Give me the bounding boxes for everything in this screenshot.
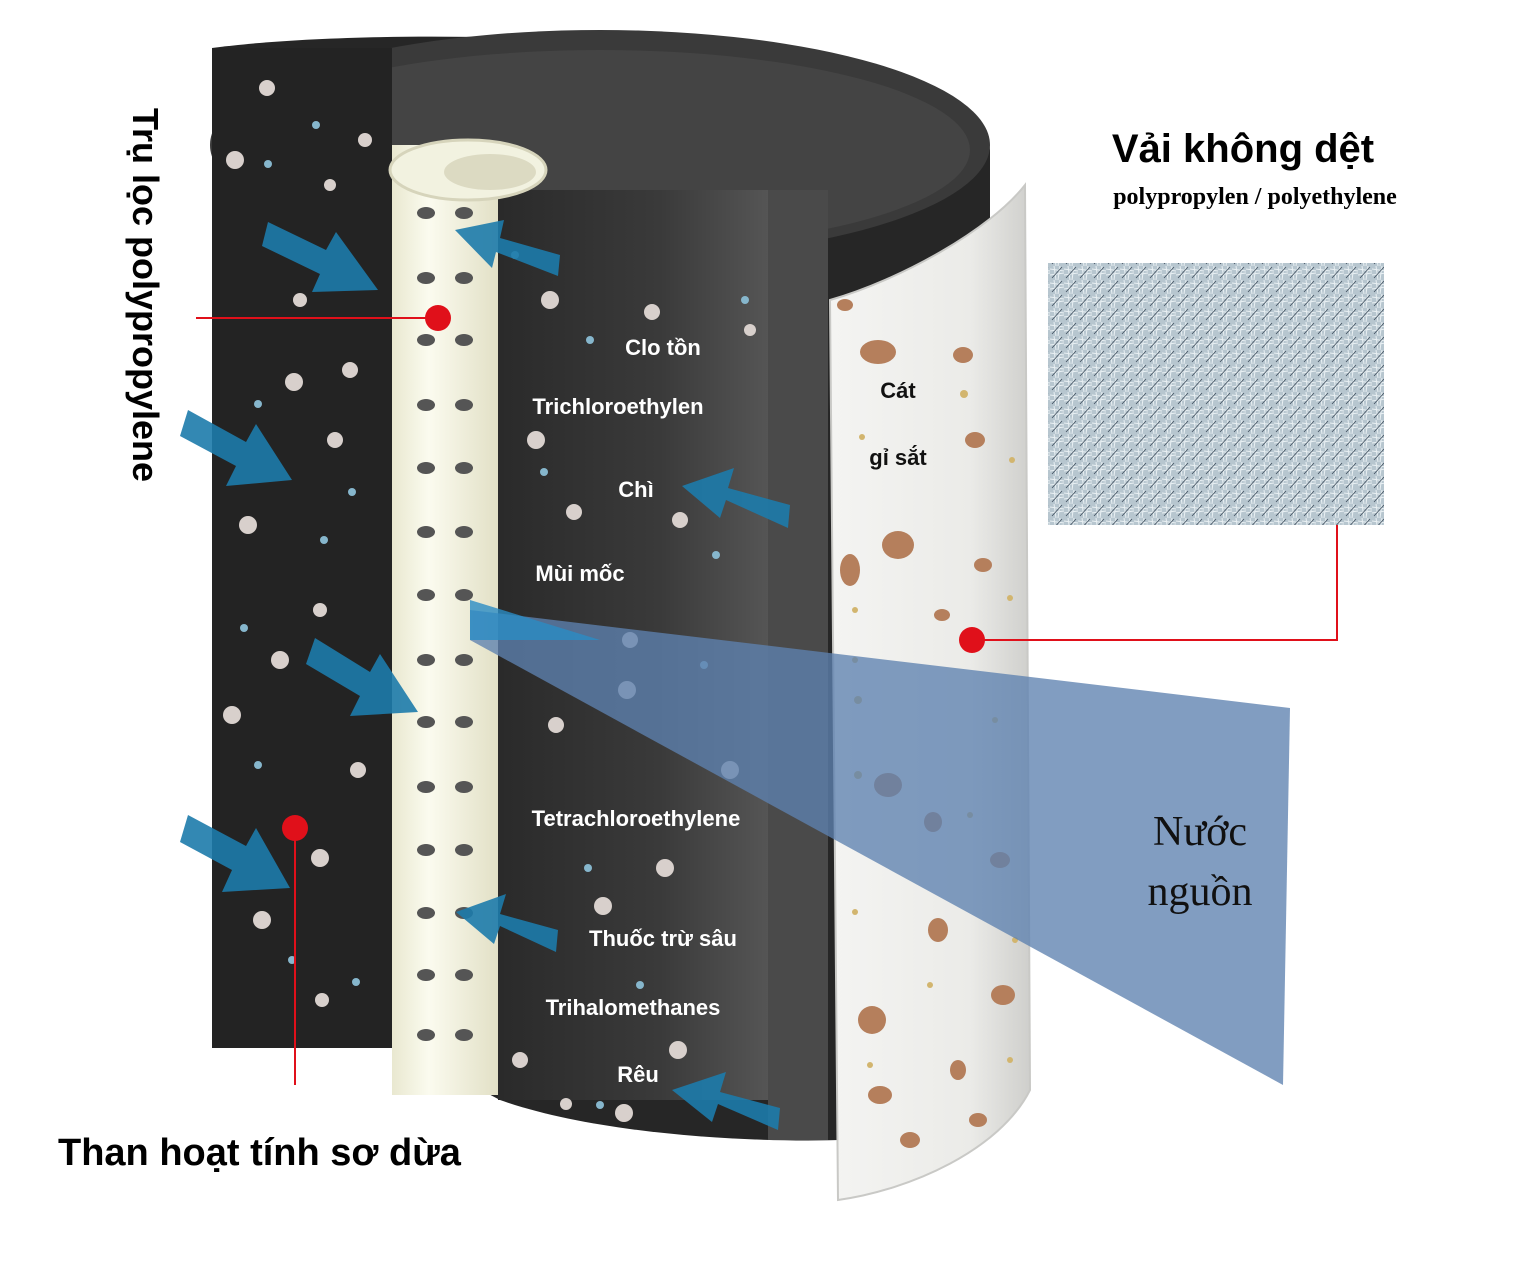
carbon-label: Than hoạt tính sơ dừa bbox=[58, 1132, 462, 1174]
contaminant-label-sand: Cát bbox=[880, 378, 916, 403]
contaminant-label: Clo tồn bbox=[625, 335, 701, 360]
flow-arrow-5 bbox=[306, 638, 418, 716]
flow-arrow-4 bbox=[682, 468, 790, 528]
source-water-label-line1: Nước bbox=[1153, 809, 1247, 855]
pp-core-tube bbox=[388, 138, 548, 1095]
flow-arrow-6 bbox=[180, 815, 290, 892]
carbon-contaminant-labels: Clo tồn Trichloroethylen Chì Mùi mốc Tet… bbox=[532, 335, 741, 1087]
pointer-dot-core bbox=[425, 305, 451, 331]
contaminant-label: Tetrachloroethylene bbox=[532, 806, 741, 831]
pointers bbox=[196, 317, 1338, 1085]
carbon-speckles bbox=[223, 80, 756, 1122]
nonwoven-title: Vải không dệt bbox=[1112, 127, 1374, 171]
core-top-hole bbox=[444, 154, 536, 190]
outer-contaminant-labels: Cát gỉ sắt bbox=[869, 378, 927, 470]
flow-arrow-3 bbox=[180, 410, 292, 486]
source-water-wedge bbox=[470, 610, 1290, 1085]
pointer-dot-carbon bbox=[282, 815, 308, 841]
contaminant-label: Thuốc trừ sâu bbox=[589, 926, 737, 951]
contaminant-label: Chì bbox=[618, 477, 653, 502]
contaminant-label: Trihalomethanes bbox=[546, 995, 721, 1020]
contaminant-label: Rêu bbox=[617, 1062, 659, 1087]
source-water-label-line2: nguồn bbox=[1148, 869, 1253, 915]
flow-arrows bbox=[180, 220, 790, 1130]
flow-arrow-2 bbox=[455, 220, 560, 276]
flow-arrow-8 bbox=[672, 1072, 780, 1130]
pp-core-label: Trụ lọc polypropylene bbox=[125, 108, 166, 482]
carbon-left-slab bbox=[212, 48, 392, 1048]
contaminant-label: Trichloroethylen bbox=[532, 394, 703, 419]
flow-arrow-7 bbox=[456, 894, 558, 952]
contaminant-label-rust: gỉ sắt bbox=[869, 445, 927, 470]
nonwoven-subtitle: polypropylen / polyethylene bbox=[1113, 184, 1397, 210]
contaminant-label: Mùi mốc bbox=[535, 561, 624, 586]
water-wedge-tip bbox=[470, 600, 600, 640]
nonwoven-fabric-sample bbox=[1048, 263, 1384, 525]
pointer-dot-fabric bbox=[959, 627, 985, 653]
pointer-line-fabric bbox=[972, 525, 1338, 641]
flow-arrow-1 bbox=[262, 222, 378, 292]
